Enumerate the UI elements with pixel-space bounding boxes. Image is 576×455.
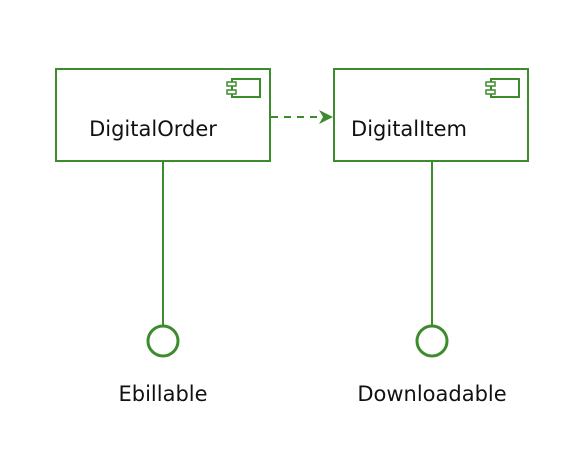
component-label: DigitalOrder (89, 117, 217, 141)
component-digital-order[interactable]: DigitalOrder (55, 68, 271, 162)
interface-lollipop-icon (415, 324, 449, 358)
interface-label: Downloadable (357, 382, 506, 406)
interface-ebillable[interactable]: Ebillable (118, 161, 208, 406)
component-label: DigitalItem (351, 117, 467, 141)
interface-downloadable[interactable]: Downloadable (357, 161, 507, 406)
component-digital-item[interactable]: DigitalItem (333, 68, 529, 162)
component-icon (485, 78, 520, 98)
interface-label: Ebillable (118, 382, 207, 406)
component-icon (226, 78, 261, 98)
interface-lollipop-icon (146, 324, 180, 358)
